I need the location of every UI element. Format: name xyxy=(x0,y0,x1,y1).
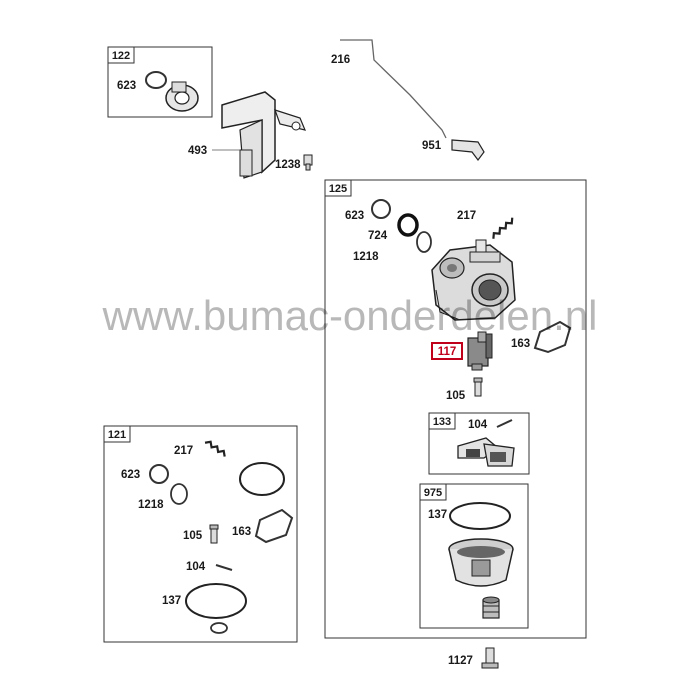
part-label-117-highlighted: 117 xyxy=(438,346,457,358)
part-label-951: 951 xyxy=(422,140,442,152)
o-ring-icon xyxy=(416,231,432,253)
part-label-105: 105 xyxy=(446,390,466,402)
bowl-nut-icon xyxy=(482,596,500,619)
pin-icon xyxy=(496,419,513,428)
screw-icon xyxy=(303,154,313,171)
group-box-125: 125 623 724 1218 217 117 xyxy=(324,179,587,639)
gasket-icon xyxy=(397,213,419,237)
spring-icon xyxy=(492,217,514,239)
o-ring-icon xyxy=(145,71,167,89)
part-label-724: 724 xyxy=(368,230,388,242)
gasket-icon xyxy=(533,320,572,354)
group-box-133: 133 104 xyxy=(428,412,530,475)
part-label-105: 105 xyxy=(183,530,203,542)
bolt-icon xyxy=(481,647,499,669)
part-label-623: 623 xyxy=(345,210,364,222)
part-label-217: 217 xyxy=(457,210,476,222)
o-ring-icon xyxy=(185,583,247,619)
spring-icon xyxy=(204,440,226,457)
box-label-121: 121 xyxy=(108,429,126,441)
box-label-975: 975 xyxy=(424,487,442,499)
group-box-122: 122 623 xyxy=(107,46,213,118)
part-label-1218: 1218 xyxy=(138,499,164,511)
box-label-125: 125 xyxy=(329,183,347,195)
float-bowl-icon xyxy=(448,538,514,587)
part-label-1218: 1218 xyxy=(353,251,379,263)
float-icon xyxy=(457,437,515,467)
part-label-1127: 1127 xyxy=(448,655,473,667)
part-label-104: 104 xyxy=(186,561,206,573)
choke-shaft-part-icon xyxy=(165,81,199,112)
part-label-623: 623 xyxy=(117,80,136,92)
lever-icon xyxy=(451,139,485,161)
washer-icon xyxy=(210,622,228,634)
part-label-104: 104 xyxy=(468,419,488,431)
part-label-163: 163 xyxy=(511,338,530,350)
highlight-box-117 xyxy=(431,342,463,360)
o-ring-icon xyxy=(371,199,391,219)
part-label-163: 163 xyxy=(232,526,251,538)
part-label-493: 493 xyxy=(188,145,207,157)
part-label-217: 217 xyxy=(174,445,193,457)
watermark-text: www.bumac-onderdelen.nl xyxy=(102,292,598,339)
solenoid-icon xyxy=(467,331,493,371)
o-ring-icon xyxy=(149,464,169,484)
part-label-1238: 1238 xyxy=(275,159,301,171)
carburetor-icon xyxy=(431,239,516,321)
part-label-137: 137 xyxy=(162,595,181,607)
box-label-122: 122 xyxy=(112,50,130,62)
o-ring-icon xyxy=(170,483,188,505)
part-label-137: 137 xyxy=(428,509,447,521)
jet-icon xyxy=(209,524,219,544)
group-box-975: 975 137 xyxy=(419,483,529,629)
part-label-216: 216 xyxy=(331,54,350,66)
control-bracket-icon xyxy=(221,91,307,179)
o-ring-icon xyxy=(239,462,285,496)
jet-icon xyxy=(473,377,483,397)
gasket-icon xyxy=(254,508,294,544)
part-label-623: 623 xyxy=(121,469,140,481)
o-ring-icon xyxy=(449,502,511,530)
pin-icon xyxy=(215,564,233,571)
group-box-121: 121 217 623 1218 105 163 104 137 xyxy=(103,425,298,643)
box-label-133: 133 xyxy=(433,416,451,428)
link-rod-icon xyxy=(340,39,447,139)
